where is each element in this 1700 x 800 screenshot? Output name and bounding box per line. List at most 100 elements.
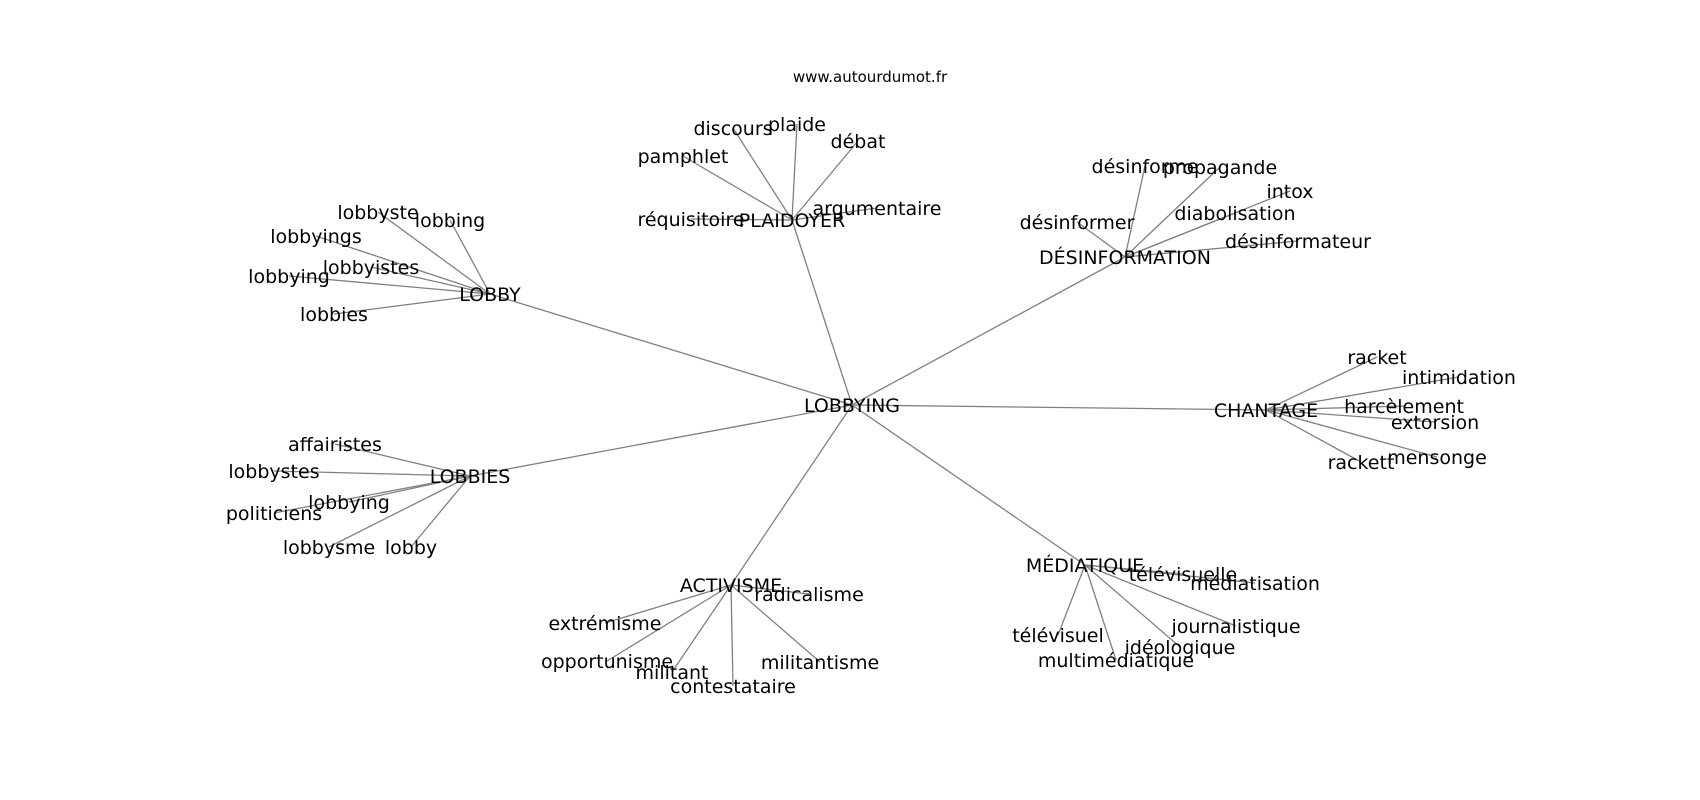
edge-hub-word xyxy=(1084,564,1256,584)
edge-hub-word xyxy=(730,584,821,663)
word-node: intimidation xyxy=(1402,367,1516,389)
edge-hub-word xyxy=(1124,165,1146,258)
edge-hub-word xyxy=(671,584,732,673)
edge-hub-word xyxy=(730,584,734,687)
edge-hub-word xyxy=(682,155,793,221)
word-node: contestataire xyxy=(670,676,796,698)
edge-center-hub xyxy=(469,404,853,477)
word-node: pamphlet xyxy=(638,146,729,168)
word-node: lobbystes xyxy=(228,461,319,483)
word-node: harcèlement xyxy=(1344,396,1464,418)
edge-hub-word xyxy=(1057,564,1086,636)
edge-hub-word xyxy=(334,443,471,477)
word-node: lobbying xyxy=(248,266,330,288)
edge-hub-word xyxy=(1265,356,1378,411)
edge-hub-word xyxy=(1124,212,1236,258)
word-node: lobbying xyxy=(308,492,390,514)
word-node: affairistes xyxy=(288,434,382,456)
edge-hub-word xyxy=(315,235,491,295)
word-node: lobbyste xyxy=(337,202,418,224)
word-node: lobbies xyxy=(300,304,368,326)
word-node: argumentaire xyxy=(813,198,942,220)
edge-hub-word xyxy=(791,123,798,221)
edge-hub-word xyxy=(604,584,732,624)
edge-hub-word xyxy=(1084,564,1117,661)
word-node: télévisuel xyxy=(1012,625,1104,647)
edge-hub-word xyxy=(791,140,859,221)
edge-hub-word xyxy=(370,266,491,295)
word-node: idéologique xyxy=(1125,637,1236,659)
edge-hub-word xyxy=(1084,564,1237,627)
word-node: désinformateur xyxy=(1225,231,1371,253)
edge-hub-word xyxy=(1265,409,1436,423)
edge-hub-word xyxy=(1265,405,1405,411)
edge-center-hub xyxy=(730,404,853,586)
edge-hub-word xyxy=(1084,564,1181,648)
word-node: lobbysme xyxy=(283,537,375,559)
word-node: militantisme xyxy=(761,652,879,674)
word-node: discours xyxy=(693,118,772,140)
edge-hub-word xyxy=(273,475,471,514)
hub-node: CHANTAGE xyxy=(1214,400,1318,422)
edge-center-hub xyxy=(851,256,1126,406)
word-node: réquisitoire xyxy=(637,209,744,231)
word-node: lobbyistes xyxy=(323,257,419,279)
word-node: multimédiatique xyxy=(1038,650,1194,672)
hub-node: PLAIDOYER xyxy=(739,210,845,232)
edge-hub-word xyxy=(791,207,878,221)
edge-hub-word xyxy=(449,219,491,295)
edge-hub-word xyxy=(1265,409,1362,463)
word-node: militant xyxy=(636,662,709,684)
word-node: extorsion xyxy=(1391,412,1479,434)
edge-hub-word xyxy=(328,475,471,548)
edge-hub-word xyxy=(1124,240,1299,258)
hub-node: ACTIVISME xyxy=(680,575,782,597)
edge-hub-word xyxy=(410,475,471,548)
edge-hub-word xyxy=(730,584,810,595)
word-node: débat xyxy=(831,131,886,153)
edge-hub-word xyxy=(377,211,491,295)
word-node: intox xyxy=(1266,181,1313,203)
hub-node: LOBBIES xyxy=(430,466,511,488)
word-node: racket xyxy=(1347,347,1406,369)
word-node: médiatisation xyxy=(1190,573,1320,595)
word-node: lobbing xyxy=(415,210,485,232)
word-node: opportunisme xyxy=(541,651,673,673)
edge-hub-word xyxy=(1265,376,1460,411)
edge-center-hub xyxy=(489,293,853,406)
word-node: rackett xyxy=(1328,452,1395,474)
source-url: www.autourdumot.fr xyxy=(793,68,948,86)
edge-hub-word xyxy=(333,293,491,315)
edges xyxy=(273,123,1460,687)
word-node: diabolisation xyxy=(1174,203,1295,225)
word-node: lobby xyxy=(385,537,437,559)
edge-center-hub xyxy=(851,404,1267,411)
word-node: mensonge xyxy=(1387,447,1487,469)
word-node: propagande xyxy=(1163,157,1277,179)
edge-hub-word xyxy=(690,218,793,221)
word-node: désinforme xyxy=(1092,156,1199,178)
edge-hub-word xyxy=(288,275,491,295)
edge-hub-word xyxy=(1265,409,1438,458)
edge-center-hub xyxy=(851,404,1086,566)
word-node: plaide xyxy=(768,114,826,136)
word-node: journalistique xyxy=(1170,616,1300,638)
edge-center-hub xyxy=(791,219,853,406)
word-node: télévisuelle xyxy=(1129,564,1238,586)
word-node: lobbyings xyxy=(270,226,362,248)
edge-hub-word xyxy=(273,470,471,477)
word-node: extrémisme xyxy=(548,613,661,635)
center-node: LOBBYING xyxy=(804,395,900,417)
edge-hub-word xyxy=(606,584,732,662)
hub-node: DÉSINFORMATION xyxy=(1039,246,1211,269)
edge-hub-word xyxy=(1124,166,1221,258)
word-node: désinformer xyxy=(1020,212,1135,234)
word-node: politiciens xyxy=(226,503,322,525)
hub-node: LOBBY xyxy=(459,284,521,306)
hub-node: MÉDIATIQUE xyxy=(1026,554,1144,577)
word-node: radicalisme xyxy=(754,584,864,606)
edge-hub-word xyxy=(1076,221,1126,258)
edge-hub-word xyxy=(732,127,793,221)
